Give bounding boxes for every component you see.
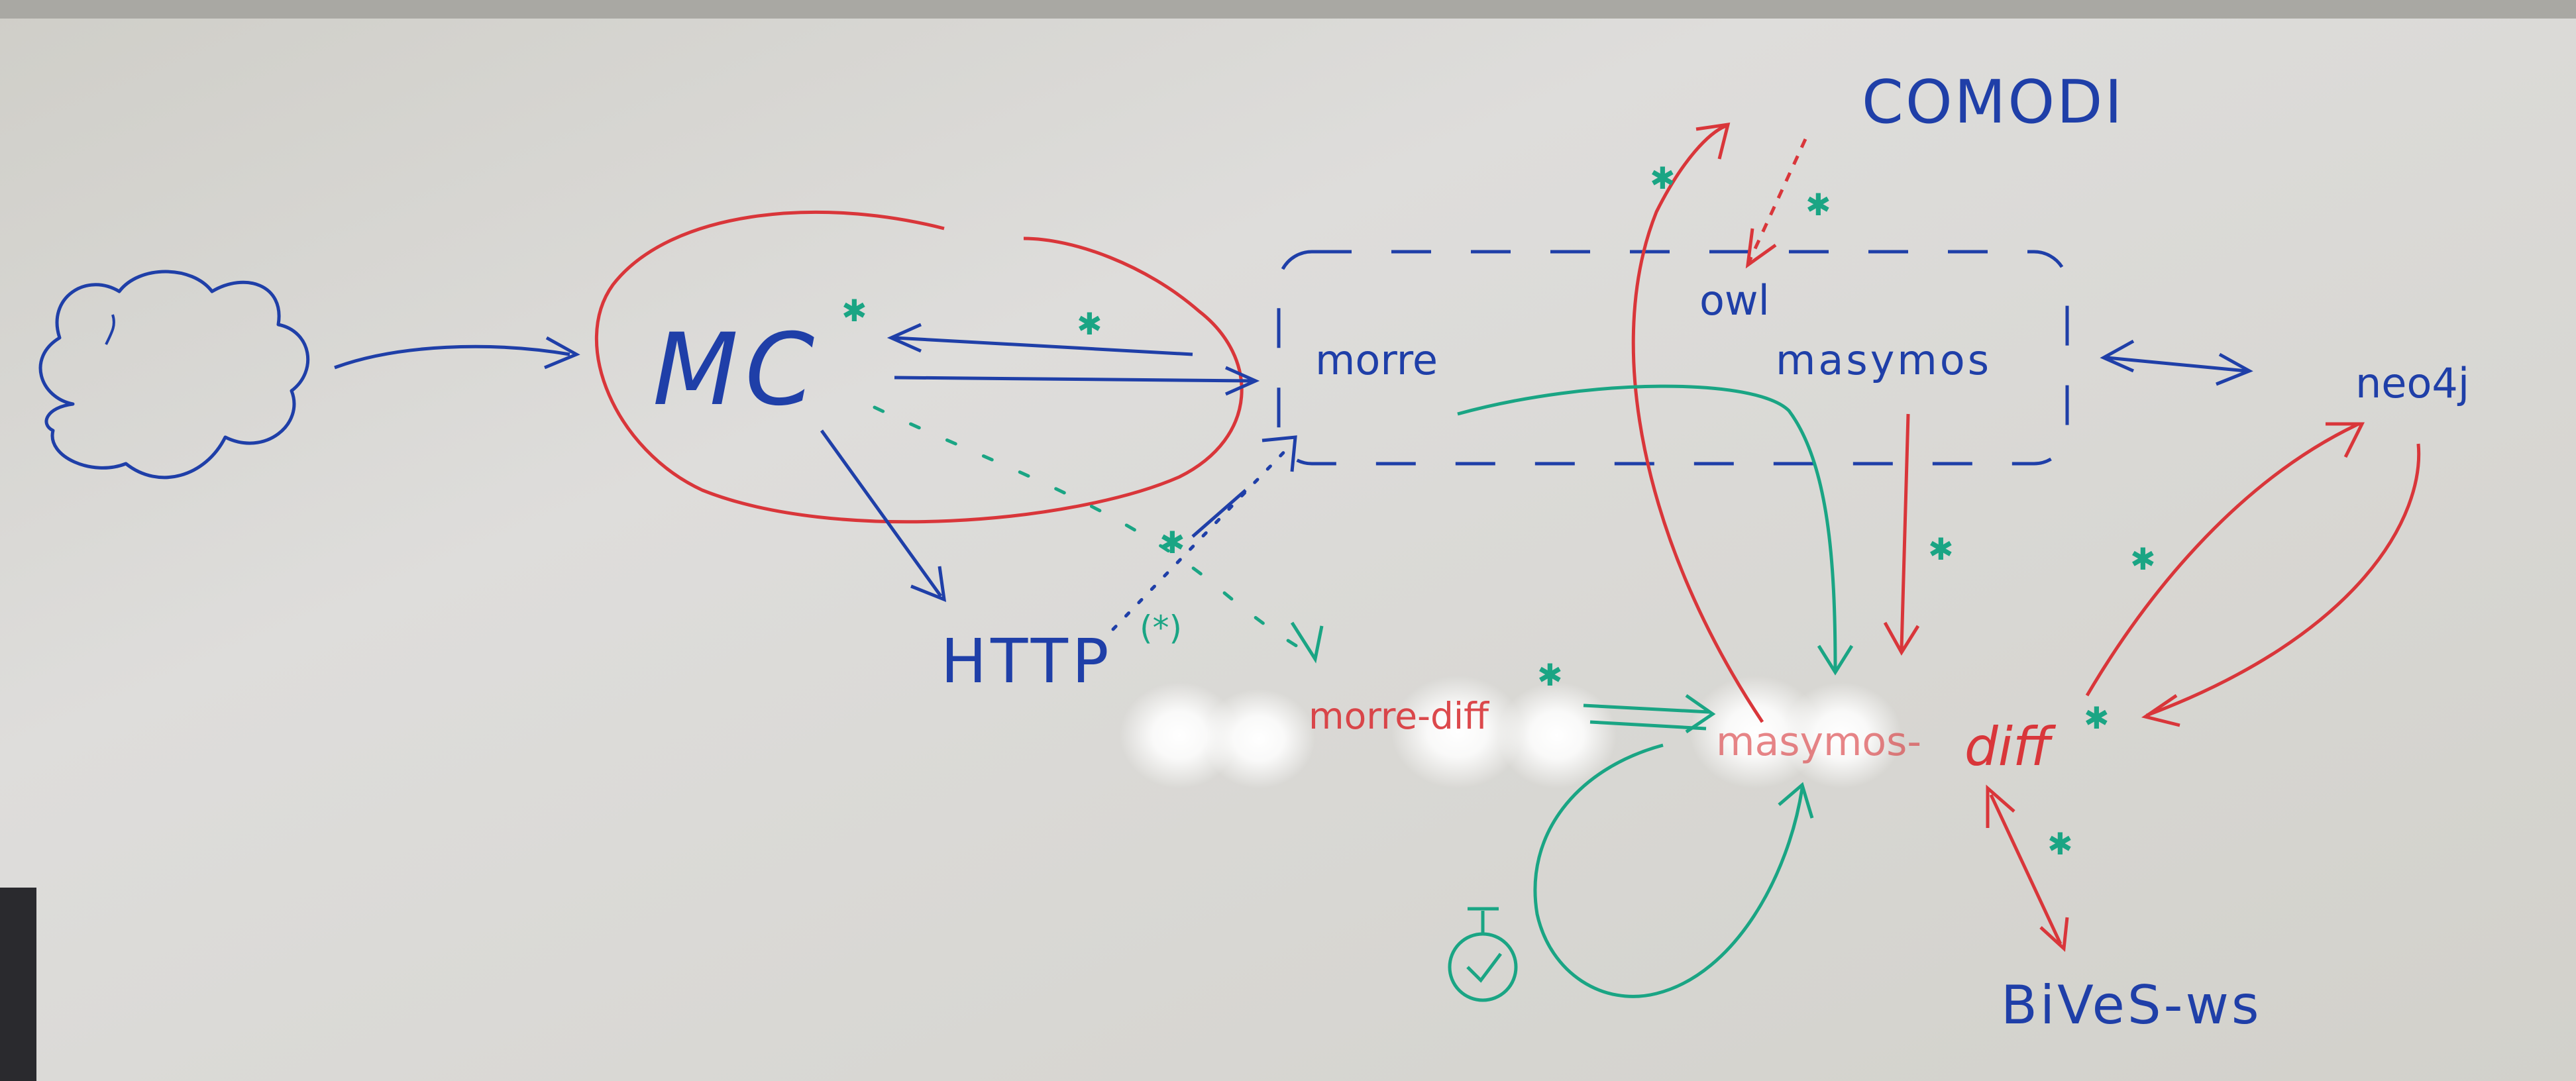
arrow-cloud-to-mc [334,344,570,370]
arrow-masymos-to-diff [1900,413,1910,650]
arrow-diff-to-top [1631,124,1764,723]
arrow-diff-bives [1989,794,2063,945]
asterisk-markers: ✱ ✱ ✱ ✱ ✱ ✱ ✱ ✱ ✱ ✱ [841,160,2156,862]
asterisk-mc: ✱ [841,293,867,329]
board-frame-top [0,0,2576,19]
arrow-mc-to-morre [894,376,1253,383]
asterisk-top-left: ✱ [1650,160,1676,196]
arrow-diff-to-neo4j [2085,422,2360,697]
mc-label: MC [653,313,821,428]
morre-label: morre [1315,336,1438,384]
arrow-http-to-morre [1111,442,1294,631]
diff-label: diff [1964,716,2057,778]
asterisk-http-line: ✱ [1159,525,1185,560]
arrow-morre-to-mc [894,336,1193,356]
glare-spots [1120,676,1902,788]
owl-label: owl [1699,276,1770,325]
morre-diff-label: morre-diff [1309,695,1489,737]
masymos-diff-label: masymos- [1716,719,1921,765]
stopwatch-icon [1448,907,1518,1002]
http-asterisk-note: (*) [1140,609,1182,647]
arrow-mc-to-http [820,429,943,597]
asterisk-mc-arrow: ✱ [1077,306,1102,342]
asterisk-bives: ✱ [2047,826,2073,862]
asterisk-comodi: ✱ [1805,187,1831,223]
asterisk-morre-diff: ✱ [1537,657,1563,693]
mc-red-circle [595,210,1244,524]
asterisk-diff: ✱ [2084,700,2110,736]
neo4j-label: neo4j [2355,359,2469,407]
board-frame-left [0,888,36,1081]
asterisk-masymos-down: ✱ [1928,531,1954,567]
masymos-label: masymos [1776,336,1992,384]
cloud-icon [38,270,310,480]
bives-ws-label: BiVeS-ws [2001,974,2262,1036]
cloud-inner-curl [105,314,115,345]
asterisk-neo4j-arc: ✱ [2130,541,2156,577]
green-scheduled-loop [1533,743,1804,998]
arrow-neo4j-to-diff [2146,443,2421,717]
comodi-label: COMODI [1862,68,2124,137]
arrow-morre-to-masymos-diff-green [1457,384,1837,670]
http-label: HTTP [941,626,1112,697]
arrow-comodi-to-owl [1747,138,1807,263]
arrow-morre-diff-to-masymos-diff [1583,703,1710,714]
arrow-masymos-neo4j [2106,356,2247,373]
